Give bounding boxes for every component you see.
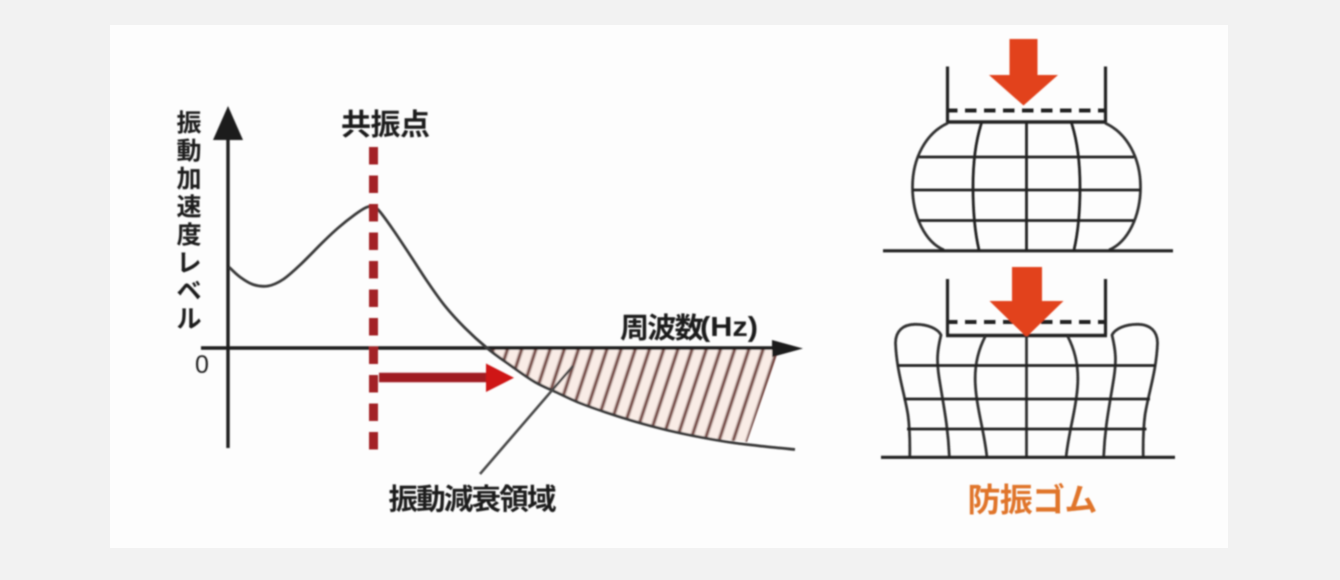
svg-text:0: 0 [195,351,209,379]
svg-text:(Hz): (Hz) [700,311,758,342]
